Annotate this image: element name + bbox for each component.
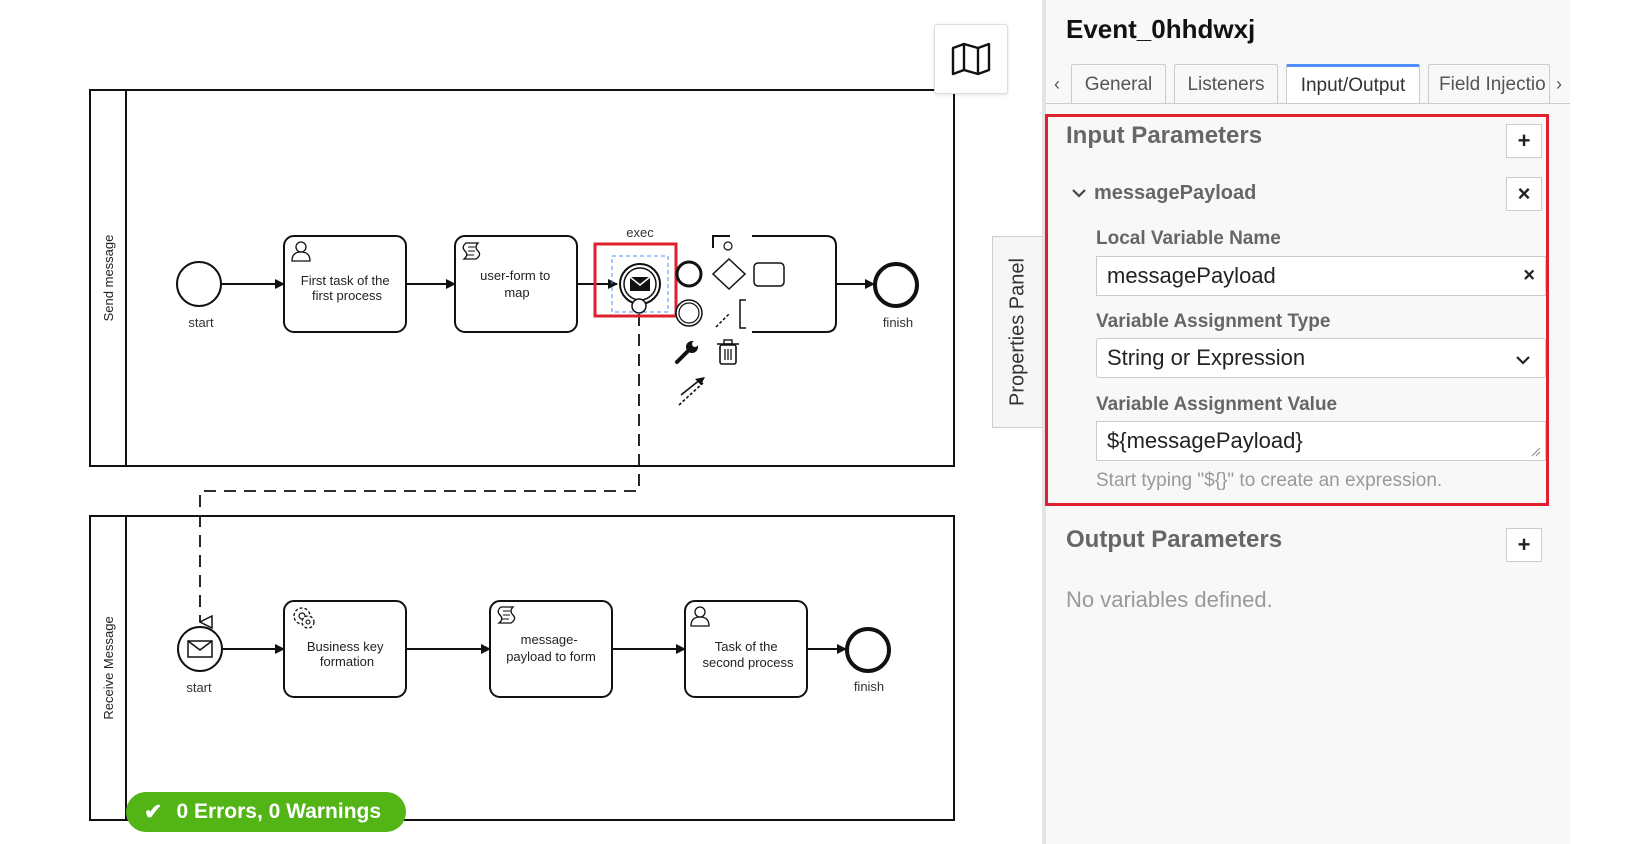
context-pad[interactable] (675, 257, 785, 406)
user-task-second[interactable]: Task of the second process (684, 600, 808, 698)
svg-text:user-form to map: user-form to map (480, 268, 554, 300)
event-label-exec: exec (626, 225, 654, 240)
tab-scroll-right-icon[interactable]: › (1556, 74, 1562, 94)
variable-assignment-type-value: String or Expression (1107, 345, 1306, 370)
local-variable-name-input[interactable]: messagePayload × (1096, 256, 1546, 296)
variable-assignment-value-label: Variable Assignment Value (1096, 394, 1338, 415)
input-parameters-title: Input Parameters (1066, 122, 1263, 149)
start-label-send: start (188, 315, 214, 330)
parameter-collapse-toggle[interactable]: messagePayload (1072, 182, 1256, 205)
properties-panel-toggle[interactable]: Properties Panel (992, 236, 1042, 428)
no-variables-message: No variables defined. (1066, 587, 1273, 612)
tab-general[interactable]: General (1071, 64, 1166, 104)
task-label-line: First task of the (301, 273, 390, 288)
tabs-divider (1046, 103, 1570, 104)
minimap-toggle-button[interactable] (934, 24, 1008, 94)
script-task-user-form[interactable]: user-form to map (454, 235, 578, 333)
trash-icon[interactable] (717, 339, 739, 365)
message-flow[interactable] (200, 314, 640, 622)
user-icon (723, 241, 733, 251)
script-icon (497, 606, 516, 624)
script-icon (462, 242, 481, 260)
user-icon (291, 241, 311, 262)
message-throw-event[interactable] (611, 255, 669, 314)
tab-scroll-left-icon[interactable]: ‹ (1054, 74, 1060, 94)
append-task-icon[interactable] (753, 262, 785, 287)
parameter-name: messagePayload (1094, 182, 1257, 204)
service-task-business-key[interactable]: Business key formation (283, 600, 407, 698)
chevron-down-icon (1072, 185, 1086, 203)
message-start-event[interactable] (177, 626, 223, 672)
boundary-handle[interactable] (631, 298, 647, 314)
map-icon (951, 42, 991, 76)
user-icon (690, 606, 710, 627)
input-parameters-highlight (1045, 114, 1549, 506)
chevron-down-icon (1515, 345, 1531, 371)
clear-input-icon[interactable]: × (1523, 264, 1535, 287)
start-event-send[interactable] (176, 261, 222, 307)
task-label-line: map (504, 285, 529, 300)
text-annotation-icon[interactable] (715, 299, 746, 329)
task-label-line: user-form to (480, 268, 550, 283)
end-event-send[interactable] (873, 262, 919, 308)
bpmn-canvas[interactable]: Send message Receive Message start First… (0, 0, 1045, 844)
remove-parameter-button[interactable]: × (1506, 177, 1542, 211)
panel-title: Event_0hhdwxj (1066, 14, 1256, 44)
append-intermediate-event-icon[interactable] (675, 299, 703, 327)
check-icon: ✔ (144, 799, 163, 824)
svg-text:Task of the second proce: Task of the second process (702, 639, 794, 670)
status-badge[interactable]: ✔ 0 Errors, 0 Warnings (126, 792, 406, 832)
task-label-line: formation (320, 654, 374, 669)
add-output-parameter-button[interactable]: + (1506, 528, 1542, 562)
local-variable-name-label: Local Variable Name (1096, 228, 1281, 249)
envelope-icon (629, 276, 651, 291)
end-event-receive[interactable] (845, 627, 891, 673)
gear-icon (293, 607, 315, 629)
envelope-icon (187, 640, 213, 658)
variable-assignment-type-select[interactable]: String or Expression (1096, 338, 1546, 378)
svg-text:message- payload to form: message- payload to form (506, 632, 596, 664)
task-label-line: Business key (307, 639, 384, 654)
svg-text:Business key formation: Business key formation (307, 639, 387, 669)
end-label-receive: finish (854, 679, 884, 694)
tab-field-injection[interactable]: Field Injectio (1428, 64, 1550, 104)
append-end-event-icon[interactable] (675, 260, 703, 288)
expression-hint: Start typing "${}" to create an expressi… (1096, 470, 1443, 491)
variable-assignment-value: ${messagePayload} (1107, 428, 1303, 453)
wrench-icon[interactable] (675, 341, 698, 364)
status-text: 0 Errors, 0 Warnings (176, 800, 382, 823)
script-task-message-payload[interactable]: message- payload to form (489, 600, 613, 698)
task-label-line: payload to form (506, 649, 596, 664)
add-input-parameter-button[interactable]: + (1506, 124, 1542, 158)
output-parameters-title: Output Parameters (1066, 526, 1283, 553)
task-label-line: first process (312, 288, 383, 303)
resize-handle-icon[interactable] (1531, 447, 1541, 457)
end-label-send: finish (883, 315, 913, 330)
user-task-first[interactable]: First task of the first process (283, 235, 407, 333)
start-label-receive: start (186, 680, 212, 695)
properties-panel-toggle-label: Properties Panel (1006, 258, 1028, 406)
highlight-box-event (593, 242, 678, 318)
task-label-line: message- (521, 632, 578, 647)
svg-text:First task of the first: First task of the first process (301, 273, 394, 303)
task-label-line: second process (702, 655, 794, 670)
tab-listeners[interactable]: Listeners (1174, 64, 1278, 104)
connect-arrow-icon[interactable] (678, 377, 705, 406)
append-gateway-icon[interactable] (711, 257, 747, 291)
pool-label-receive: Receive Message (101, 616, 116, 719)
local-variable-name-value: messagePayload (1107, 263, 1276, 288)
variable-assignment-type-label: Variable Assignment Type (1096, 311, 1331, 332)
variable-assignment-value-textarea[interactable]: ${messagePayload} (1096, 421, 1546, 461)
task-label-line: Task of the (715, 639, 778, 654)
tab-input-output[interactable]: Input/Output (1286, 64, 1420, 104)
pool-label-send: Send message (101, 235, 116, 322)
